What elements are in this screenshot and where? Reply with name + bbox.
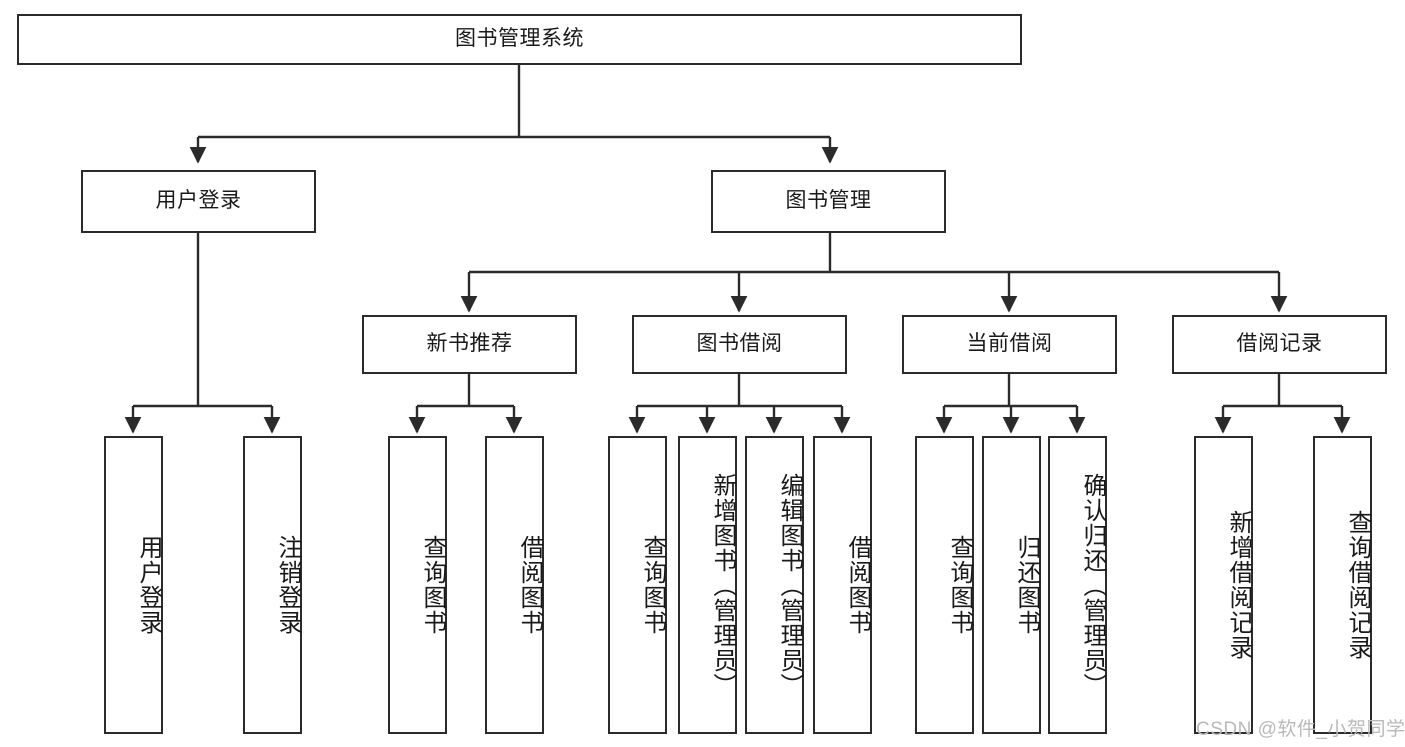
node-leaf-user-login[interactable]: 用户登录 (104, 436, 163, 734)
node-leaf-edit-book-label: 编辑图书（管理员） (776, 472, 803, 698)
node-leaf-add-book-label: 新增图书（管理员） (709, 472, 736, 698)
node-leaf-logout[interactable]: 注销登录 (243, 436, 302, 734)
node-book-manage-label: 图书管理 (785, 189, 872, 213)
node-leaf-borrow-book-1-label: 借阅图书 (516, 535, 543, 635)
node-leaf-query-book-3-label: 查询图书 (946, 535, 973, 635)
node-user-login[interactable]: 用户登录 (81, 170, 316, 233)
node-leaf-borrow-book-2[interactable]: 借阅图书 (813, 436, 872, 734)
node-leaf-query-record-label: 查询借阅记录 (1344, 510, 1371, 660)
node-leaf-borrow-book-2-label: 借阅图书 (844, 535, 871, 635)
csdn-watermark: CSDN @软件_小贺同学 (1196, 719, 1405, 740)
node-leaf-borrow-book-1[interactable]: 借阅图书 (485, 436, 544, 734)
node-leaf-query-book-3[interactable]: 查询图书 (915, 436, 974, 734)
node-user-login-label: 用户登录 (155, 189, 242, 213)
node-leaf-query-book-1[interactable]: 查询图书 (388, 436, 447, 734)
node-leaf-query-book-2[interactable]: 查询图书 (608, 436, 667, 734)
node-leaf-logout-label: 注销登录 (274, 535, 301, 635)
node-book-borrow[interactable]: 图书借阅 (632, 315, 847, 374)
node-leaf-add-record[interactable]: 新增借阅记录 (1194, 436, 1253, 734)
node-root-label: 图书管理系统 (455, 27, 584, 51)
node-new-book-recommend[interactable]: 新书推荐 (362, 315, 577, 374)
node-leaf-add-record-label: 新增借阅记录 (1225, 510, 1252, 660)
node-leaf-confirm-return-label: 确认归还（管理员） (1079, 472, 1106, 698)
node-leaf-user-login-label: 用户登录 (135, 535, 162, 635)
node-root[interactable]: 图书管理系统 (17, 14, 1022, 65)
node-borrow-record-label: 借阅记录 (1236, 332, 1323, 356)
node-book-borrow-label: 图书借阅 (696, 332, 783, 356)
node-borrow-record[interactable]: 借阅记录 (1172, 315, 1387, 374)
node-current-borrow-label: 当前借阅 (966, 332, 1053, 356)
node-leaf-return-book[interactable]: 归还图书 (982, 436, 1041, 734)
node-current-borrow[interactable]: 当前借阅 (902, 315, 1117, 374)
node-leaf-add-book[interactable]: 新增图书（管理员） (678, 436, 737, 734)
node-leaf-edit-book[interactable]: 编辑图书（管理员） (745, 436, 804, 734)
node-book-manage[interactable]: 图书管理 (711, 170, 946, 233)
node-leaf-query-record[interactable]: 查询借阅记录 (1313, 436, 1372, 734)
node-new-book-recommend-label: 新书推荐 (426, 332, 513, 356)
node-leaf-return-book-label: 归还图书 (1013, 535, 1040, 635)
node-leaf-query-book-1-label: 查询图书 (419, 535, 446, 635)
node-leaf-confirm-return[interactable]: 确认归还（管理员） (1048, 436, 1107, 734)
node-leaf-query-book-2-label: 查询图书 (639, 535, 666, 635)
